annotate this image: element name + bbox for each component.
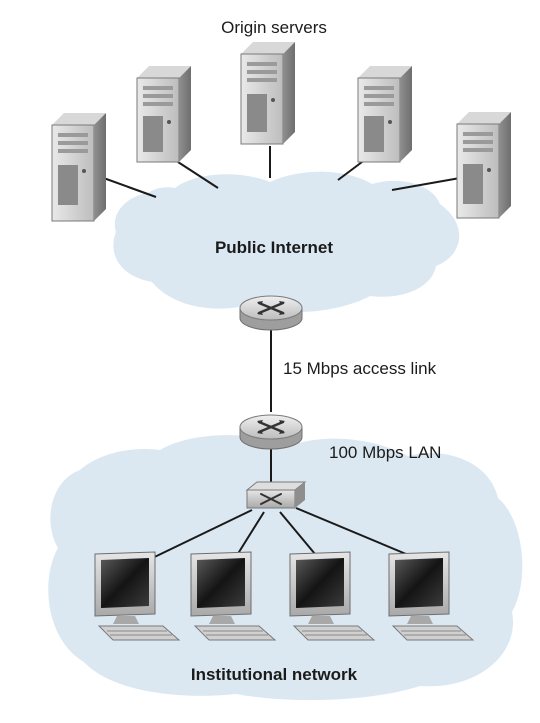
link-server-1 bbox=[97, 175, 157, 198]
public-internet-label: Public Internet bbox=[215, 238, 333, 257]
link-workstation-1 bbox=[139, 509, 253, 565]
server-tower-icon bbox=[357, 66, 412, 163]
server-tower-icon bbox=[456, 112, 511, 219]
origin-server-3 bbox=[240, 42, 295, 145]
lan-switch bbox=[245, 481, 307, 509]
origin-server-5 bbox=[456, 112, 511, 219]
link-workstation-3 bbox=[279, 511, 321, 561]
desktop-computer-icon bbox=[388, 551, 475, 641]
workstation-3 bbox=[289, 551, 376, 641]
server-tower-icon bbox=[51, 113, 106, 222]
server-tower-icon bbox=[240, 42, 295, 145]
workstation-2 bbox=[190, 551, 277, 641]
workstation-1 bbox=[94, 551, 181, 641]
links bbox=[97, 146, 461, 565]
router-icon bbox=[239, 295, 303, 331]
origin-server-4 bbox=[357, 66, 412, 163]
origin-server-2 bbox=[136, 66, 191, 163]
link-server-5 bbox=[391, 177, 461, 191]
origin-server-1 bbox=[51, 113, 106, 222]
router-icon bbox=[239, 414, 303, 450]
link-server-2 bbox=[177, 161, 219, 189]
router-internet bbox=[239, 295, 303, 331]
desktop-computer-icon bbox=[190, 551, 277, 641]
desktop-computer-icon bbox=[94, 551, 181, 641]
workstation-4 bbox=[388, 551, 475, 641]
server-tower-icon bbox=[136, 66, 191, 163]
lan-label: 100 Mbps LAN bbox=[329, 443, 441, 462]
institutional-network-label: Institutional network bbox=[191, 665, 358, 684]
access-link-label: 15 Mbps access link bbox=[283, 359, 437, 378]
router-institutional bbox=[239, 414, 303, 450]
desktop-computer-icon bbox=[289, 551, 376, 641]
switch-icon bbox=[245, 481, 307, 509]
origin-servers-label: Origin servers bbox=[221, 18, 327, 37]
public-internet-cloud bbox=[113, 171, 460, 313]
